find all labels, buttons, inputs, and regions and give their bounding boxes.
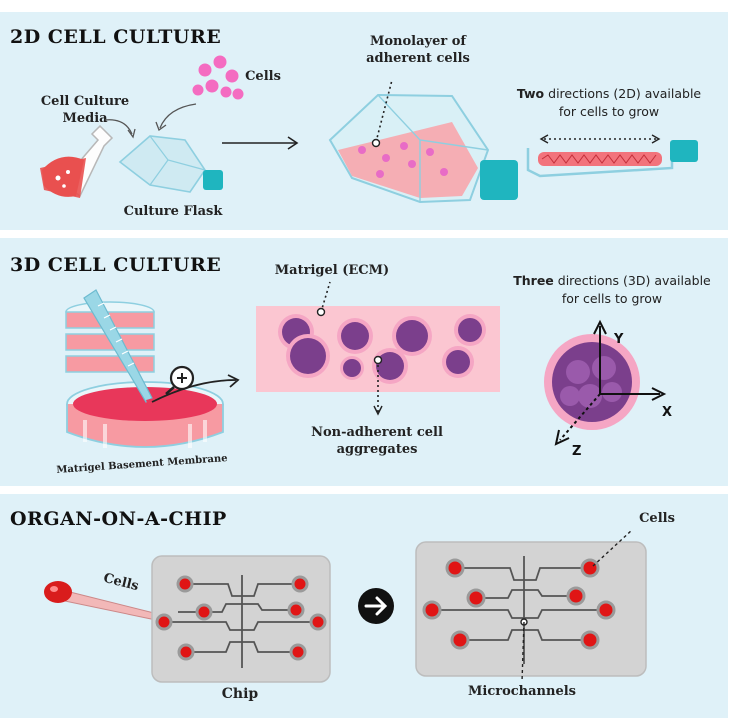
label-cells-2d: Cells xyxy=(245,69,281,84)
label-three-directions: Three directions (3D) available for cell… xyxy=(512,272,712,308)
label-two-directions-strong: Two xyxy=(516,86,545,101)
spheroid-3d-icon xyxy=(544,334,640,430)
section-title-organ-chip: ORGAN-ON-A-CHIP xyxy=(10,508,227,530)
section-title-2d: 2D CELL CULTURE xyxy=(10,26,222,48)
chip-1-channels xyxy=(164,575,318,668)
matrigel-pointer xyxy=(320,281,331,313)
next-arrow-icon xyxy=(358,588,394,624)
section-title-3d: 3D CELL CULTURE xyxy=(10,254,222,276)
media-arrow xyxy=(104,119,133,135)
label-matrigel-ecm: Matrigel (ECM) xyxy=(274,263,390,278)
microchannels-pointer xyxy=(521,621,525,683)
label-microchannels: Microchannels xyxy=(468,684,576,699)
label-cell-culture-media: Cell Culture Media xyxy=(40,94,130,126)
label-three-directions-rest: directions (3D) available for cells to g… xyxy=(553,273,711,306)
label-monolayer: Monolayer of adherent cells xyxy=(366,34,470,66)
cell-aggregates-icon xyxy=(278,314,486,384)
axes-3d-icon xyxy=(554,319,667,446)
zoom-arrow xyxy=(151,379,237,403)
cells-cluster-icon xyxy=(192,55,244,100)
chip-cells-pointer xyxy=(592,529,633,567)
monolayer-flask-icon xyxy=(328,93,518,204)
media-erlenmeyer-flask-icon xyxy=(40,124,114,198)
label-chip: Chip xyxy=(221,686,259,702)
label-three-directions-strong: Three xyxy=(513,273,554,288)
monolayer-pointer xyxy=(375,79,393,143)
label-two-directions-rest: directions (2D) available for cells to g… xyxy=(544,86,702,119)
petri-dish-stack-icon xyxy=(65,301,224,448)
label-chip-cells: Cells xyxy=(639,511,675,526)
dropper-icon xyxy=(44,581,167,621)
axis-z-label: Z xyxy=(572,444,581,459)
cells-arrow xyxy=(159,103,197,129)
chip-2-wells xyxy=(422,558,616,650)
growth-tray-2d-icon xyxy=(526,140,698,178)
chip-2-channels xyxy=(432,556,606,664)
chip-1-body xyxy=(151,555,331,683)
chip-1-wells xyxy=(155,575,327,661)
label-non-adherent-aggregates: Non-adherent cell aggregates xyxy=(311,425,443,457)
axis-x-label: X xyxy=(662,405,672,420)
culture-flask-icon xyxy=(118,135,223,193)
label-culture-flask: Culture Flask xyxy=(123,204,223,219)
axis-y-label: Y xyxy=(613,332,624,347)
label-two-directions: Two directions (2D) available for cells … xyxy=(514,85,704,121)
